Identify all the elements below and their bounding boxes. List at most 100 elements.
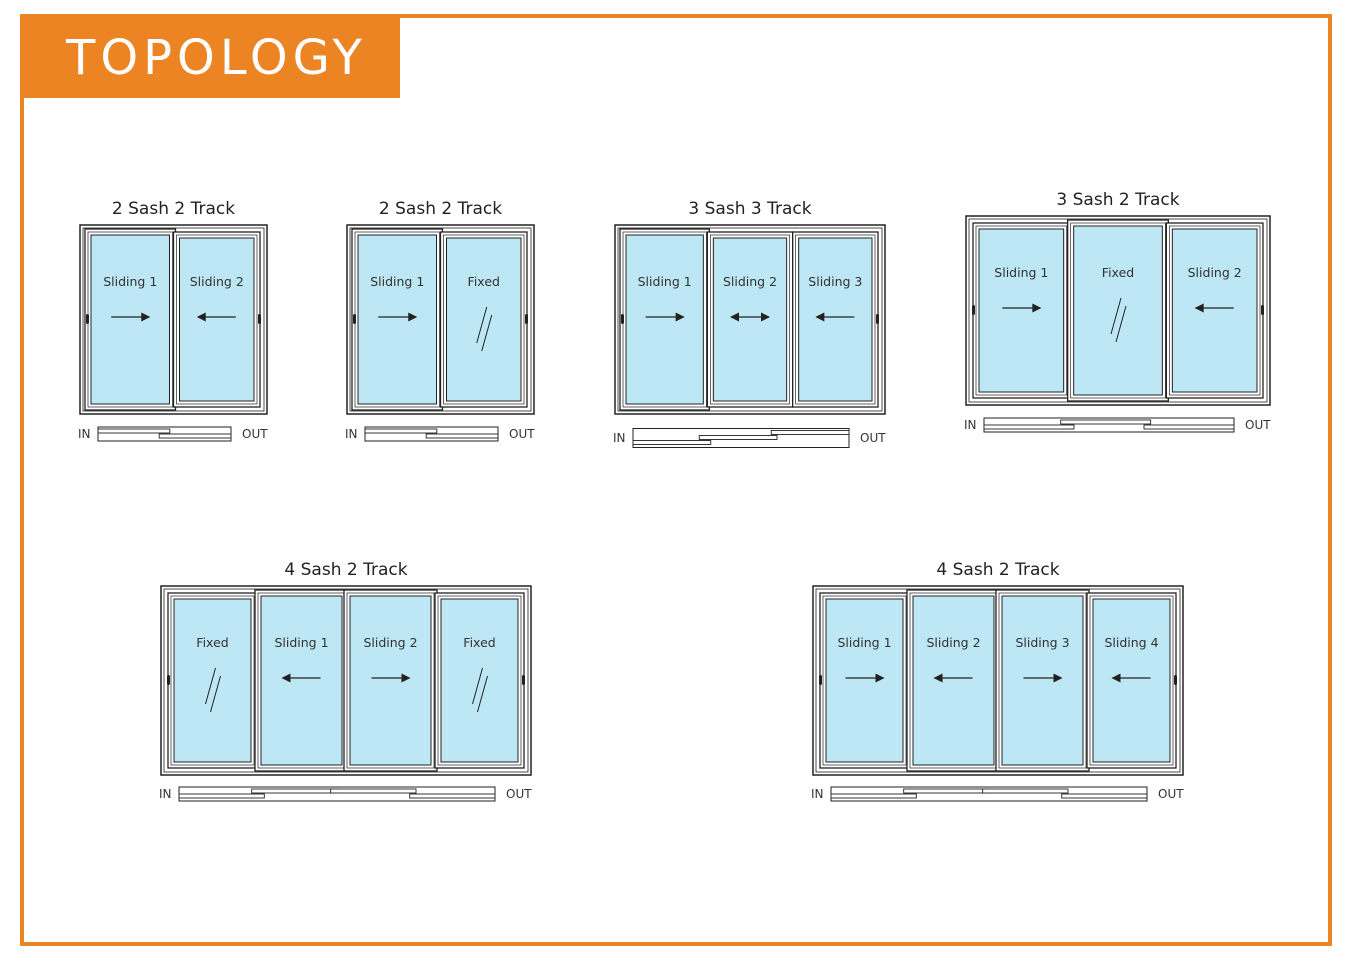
panel-label: Sliding 1 — [274, 635, 328, 650]
fixed-glass-mark — [472, 667, 483, 705]
handle-icon — [353, 314, 356, 324]
panel-label: Fixed — [468, 274, 500, 289]
glass-pane — [260, 595, 343, 766]
sash-frame-inner — [176, 234, 258, 405]
panel-1: Sliding 1 — [619, 228, 710, 411]
track-legend: IN OUT — [78, 426, 268, 442]
panel-2: Fixed — [1067, 219, 1169, 402]
track-sash-3 — [770, 430, 850, 435]
track-sash-4 — [409, 793, 496, 799]
handle-icon — [522, 675, 525, 685]
page-border — [20, 14, 1332, 946]
sash-frame-inner — [1089, 595, 1174, 766]
track-sash-4 — [1061, 793, 1148, 799]
arrow-head-right — [761, 312, 770, 322]
panel-label: Fixed — [1102, 265, 1134, 280]
panel-3: Sliding 2 — [1165, 222, 1264, 399]
panel-label: Sliding 1 — [103, 274, 157, 289]
title-banner — [24, 18, 400, 98]
track-sash-2 — [251, 788, 338, 794]
arrow-head-left — [281, 673, 291, 683]
configuration-title: 2 Sash 2 Track — [379, 199, 502, 219]
track-sash-1 — [178, 793, 265, 799]
track-sash-3 — [330, 788, 417, 794]
outside-label: OUT — [242, 427, 268, 441]
inside-label: IN — [345, 427, 358, 441]
fixed-glass-mark — [210, 675, 221, 713]
panel-label: Sliding 2 — [926, 635, 980, 650]
track-sash-1 — [983, 424, 1075, 430]
outer-frame-inner — [163, 588, 529, 773]
arrow-head-right — [401, 673, 411, 683]
arrow-head-right — [675, 312, 685, 322]
arrow-head-left — [1194, 303, 1204, 313]
arrow-head-left — [196, 312, 206, 322]
panel-label: Sliding 1 — [837, 635, 891, 650]
panel-label: Sliding 1 — [638, 274, 692, 289]
track-sash-2 — [158, 433, 232, 439]
handle-icon — [819, 675, 822, 685]
track-sash-1 — [364, 428, 438, 434]
sash-frame-inner — [795, 234, 876, 405]
panel-label: Sliding 2 — [723, 274, 777, 289]
panel-3: Sliding 3 — [792, 231, 879, 408]
track-sash-1 — [97, 428, 171, 434]
panel-label: Sliding 1 — [370, 274, 424, 289]
fixed-glass-mark — [1110, 297, 1122, 335]
panel-label: Sliding 2 — [363, 635, 417, 650]
glass-pane — [1171, 228, 1258, 393]
track-sash-2 — [425, 433, 499, 439]
fixed-glass-mark — [205, 667, 216, 705]
panel-label: Sliding 3 — [1015, 635, 1069, 650]
panel-label: Fixed — [463, 635, 495, 650]
panel-1: Sliding 1 — [84, 228, 177, 411]
panel-label: Fixed — [196, 635, 228, 650]
arrow-head-left — [815, 312, 825, 322]
panel-2: Sliding 2 — [172, 231, 261, 408]
outer-frame-inner — [815, 588, 1181, 773]
panel-4: Fixed — [434, 592, 525, 769]
sash-frame-inner — [975, 225, 1068, 396]
outer-frame-inner — [617, 227, 883, 412]
glass-pane — [798, 237, 873, 402]
outside-label: OUT — [860, 431, 886, 445]
inside-label: IN — [613, 431, 626, 445]
panel-label: Sliding 1 — [994, 265, 1048, 280]
glass-pane — [978, 228, 1065, 393]
handle-icon — [1174, 675, 1177, 685]
glass-pane — [712, 237, 788, 402]
outside-label: OUT — [506, 787, 532, 801]
sash-frame-inner — [443, 234, 525, 405]
fixed-glass-mark — [476, 306, 488, 344]
handle-icon — [621, 314, 624, 324]
panel-1: Sliding 1 — [972, 222, 1071, 399]
arrow-head-right — [875, 673, 885, 683]
configuration-title: 3 Sash 3 Track — [688, 199, 811, 219]
sash-frame-inner — [346, 592, 435, 769]
panel-1: Fixed — [167, 592, 258, 769]
arrow-head-left — [730, 312, 739, 322]
outside-label: OUT — [509, 427, 535, 441]
track-sash-3 — [982, 788, 1069, 794]
panel-label: Sliding 3 — [808, 274, 862, 289]
sash-frame-inner — [709, 234, 791, 405]
page-title: TOPOLOGY — [66, 30, 367, 86]
fixed-glass-mark — [1115, 305, 1127, 343]
configuration-title: 4 Sash 2 Track — [284, 560, 407, 580]
panel-4: Sliding 4 — [1086, 592, 1177, 769]
configuration-title: 4 Sash 2 Track — [936, 560, 1059, 580]
arrow-head-right — [1032, 303, 1042, 313]
configuration-title: 3 Sash 2 Track — [1056, 190, 1179, 210]
fixed-glass-mark — [477, 675, 488, 713]
inside-label: IN — [78, 427, 91, 441]
inside-label: IN — [964, 418, 977, 432]
inside-label: IN — [159, 787, 172, 801]
handle-icon — [86, 314, 89, 324]
glass-pane — [912, 595, 995, 766]
handle-icon — [525, 314, 528, 324]
track-sash-2 — [903, 788, 990, 794]
